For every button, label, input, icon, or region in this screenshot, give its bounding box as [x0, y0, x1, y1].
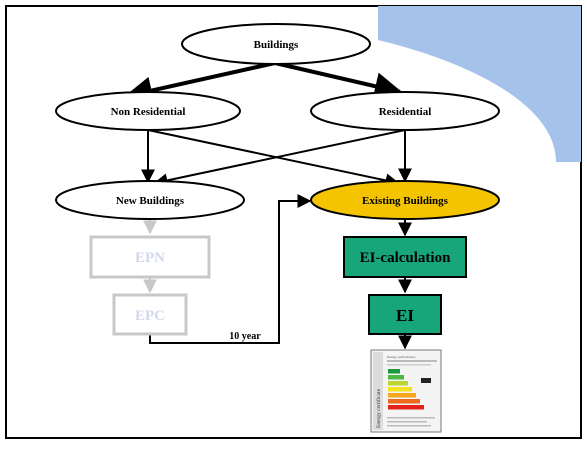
certificate-rating-bar [388, 387, 412, 392]
edge-residential-new [153, 129, 406, 188]
node-epn-label: EPN [135, 250, 165, 266]
edge-label-10-year: 10 year [229, 331, 261, 342]
node-buildings-label: Buildings [254, 39, 299, 51]
edge-buildings-residential [274, 61, 403, 100]
certificate-side-band [373, 352, 383, 430]
node-new-buildings-shape [55, 180, 245, 220]
edge-buildings-nonresidential [124, 61, 276, 105]
node-ei-label: EI [396, 306, 414, 325]
certificate-footer-line-3 [387, 425, 431, 427]
blue-corner-shape [378, 6, 581, 162]
node-epc-label: EPC [135, 308, 165, 324]
certificate-text-line [387, 364, 431, 366]
certificate-header-line [387, 360, 437, 362]
certificate-rating-bar [388, 405, 424, 410]
node-ei-calculation-label: EI-calculation [360, 250, 451, 266]
certificate-rating-bar [388, 399, 420, 404]
node-existing-buildings-label: Existing Buildings [362, 195, 449, 207]
certificate-rating-bar [388, 369, 400, 374]
node-new-buildings-label: New Buildings [116, 195, 185, 207]
node-buildings-shape [181, 23, 371, 65]
certificate-side-title: Energy certificate [375, 388, 382, 428]
certificate-rating-pointer [421, 378, 431, 383]
node-ei-box [368, 294, 442, 335]
node-epn-box [89, 235, 211, 279]
energy-certificate-image: Energy certificate Energy performance [370, 349, 442, 433]
node-residential-shape [310, 91, 500, 131]
certificate-rating-bars [388, 369, 424, 410]
node-existing-buildings-shape [310, 180, 500, 220]
certificate-rating-bar [388, 381, 408, 386]
certificate-header-text: Energy performance [387, 355, 416, 359]
certificate-footer-line-2 [387, 421, 427, 423]
certificate-footer-line-1 [387, 417, 435, 419]
certificate-rating-bar [388, 375, 404, 380]
node-non-residential-shape [55, 91, 241, 131]
node-non-residential-label: Non Residential [111, 106, 186, 118]
edge-epc-existing-10year [149, 194, 312, 344]
certificate-rating-bar [388, 393, 416, 398]
node-residential-label: Residential [379, 106, 432, 118]
edge-nonresidential-existing [147, 129, 400, 188]
node-epc-box [112, 293, 188, 336]
node-ei-calculation-box [343, 236, 467, 278]
